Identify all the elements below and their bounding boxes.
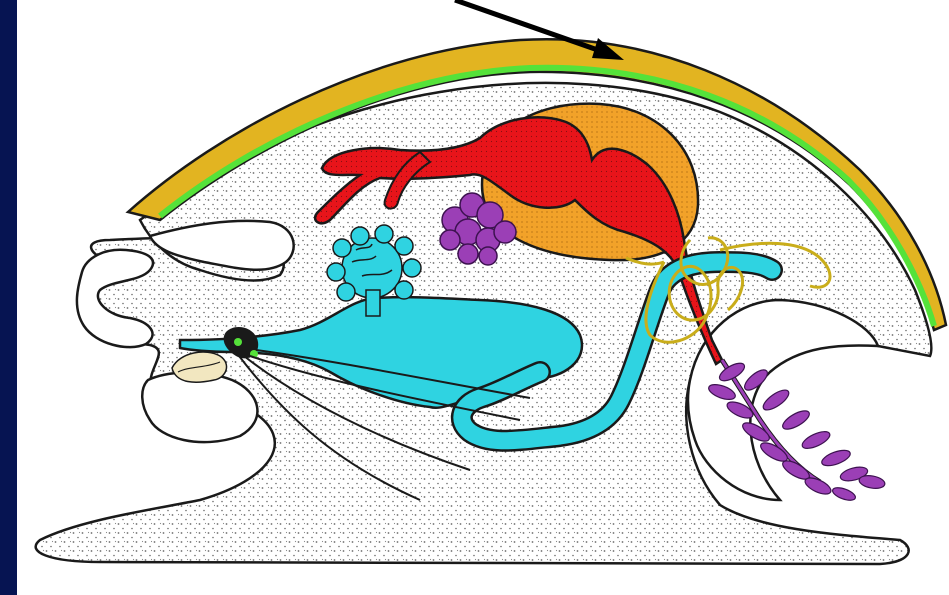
- lower-lobe: [142, 372, 257, 442]
- ganglion-dot: [234, 338, 242, 346]
